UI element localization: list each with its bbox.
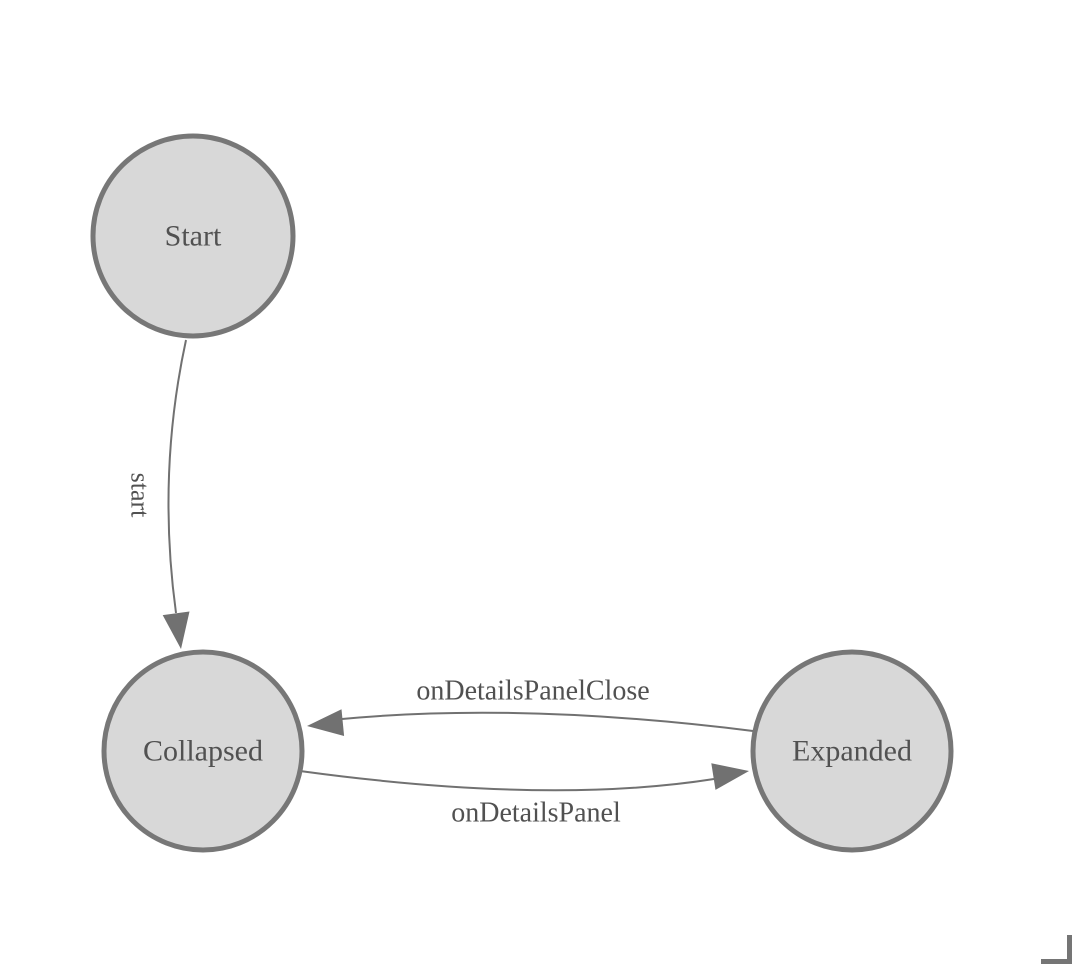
arrowhead-icon (162, 611, 190, 649)
state-label-collapsed: Collapsed (143, 735, 263, 768)
transition-edge-expanded-to-collapsed (341, 711, 754, 732)
canvas-corner-mark (1041, 935, 1072, 964)
arrowhead-icon (711, 763, 749, 790)
edges-layer (167, 339, 754, 792)
state-node-expanded (750, 649, 954, 853)
transition-label-ondetailspanel: onDetailsPanel (451, 798, 621, 829)
transition-label-start: start (126, 473, 155, 519)
labels-layer: Start Collapsed Expanded start onDetails… (126, 220, 912, 829)
state-label-expanded: Expanded (792, 735, 912, 768)
arrowhead-icon (307, 709, 345, 736)
transition-edge-start-to-collapsed (167, 339, 187, 614)
state-label-start: Start (165, 220, 222, 253)
nodes-layer (90, 133, 954, 853)
arrowheads-layer (162, 611, 749, 790)
state-node-start (90, 133, 296, 339)
state-node-collapsed (101, 649, 305, 853)
transition-label-ondetailspanelclose: onDetailsPanelClose (416, 676, 649, 707)
transition-edge-collapsed-to-expanded (299, 770, 715, 792)
